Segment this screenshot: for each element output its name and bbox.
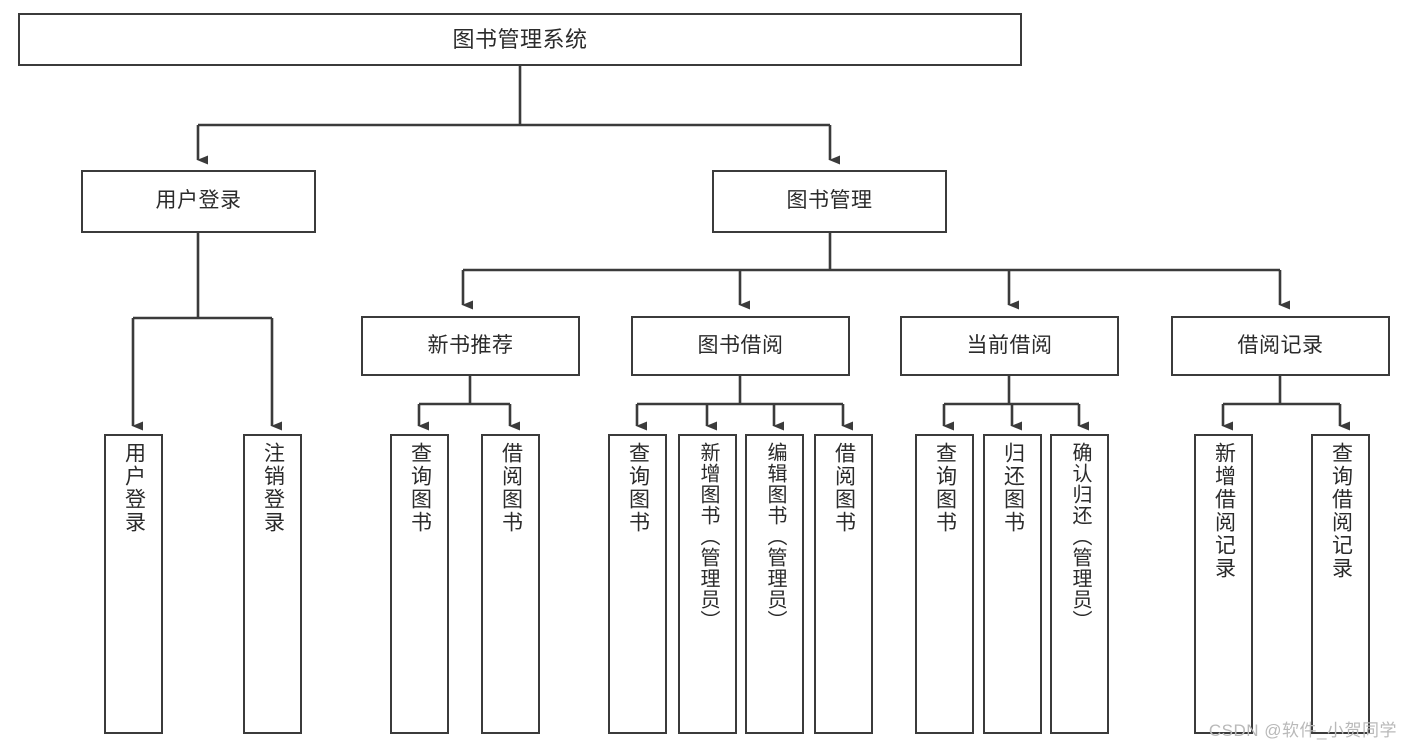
node-leaf-borrow-book-1-label: 借阅图书 [499,442,523,534]
node-user-login[interactable]: 用户登录 [81,170,316,233]
node-new-book-recommend-label: 新书推荐 [427,333,514,357]
node-current-borrow[interactable]: 当前借阅 [900,316,1119,376]
node-book-borrow[interactable]: 图书借阅 [631,316,850,376]
node-leaf-add-book[interactable]: 新增图书（管理员） [678,434,737,734]
node-book-borrow-label: 图书借阅 [697,333,784,357]
node-leaf-confirm-return-label: 确认归还（管理员） [1069,442,1091,631]
node-leaf-edit-book-label: 编辑图书（管理员） [764,442,786,631]
node-leaf-logout-login-label: 注销登录 [261,442,285,534]
node-leaf-user-login-label: 用户登录 [122,442,146,534]
node-book-management[interactable]: 图书管理 [712,170,947,233]
node-leaf-borrow-book-1[interactable]: 借阅图书 [481,434,540,734]
node-borrow-record-label: 借阅记录 [1237,333,1324,357]
node-leaf-borrow-book-2-label: 借阅图书 [832,442,856,534]
node-current-borrow-label: 当前借阅 [966,333,1053,357]
node-leaf-query-book-1-label: 查询图书 [408,442,432,534]
node-new-book-recommend[interactable]: 新书推荐 [361,316,580,376]
node-leaf-add-record-label: 新增借阅记录 [1212,442,1236,580]
node-leaf-query-book-2[interactable]: 查询图书 [608,434,667,734]
node-user-login-label: 用户登录 [155,189,242,213]
node-leaf-return-book-label: 归还图书 [1001,442,1025,534]
node-leaf-query-book-1[interactable]: 查询图书 [390,434,449,734]
node-leaf-query-record[interactable]: 查询借阅记录 [1311,434,1370,734]
node-leaf-borrow-book-2[interactable]: 借阅图书 [814,434,873,734]
node-leaf-add-record[interactable]: 新增借阅记录 [1194,434,1253,734]
node-leaf-confirm-return[interactable]: 确认归还（管理员） [1050,434,1109,734]
node-leaf-query-book-3-label: 查询图书 [933,442,957,534]
csdn-watermark: CSDN @软件_小贺同学 [1208,721,1397,740]
node-borrow-record[interactable]: 借阅记录 [1171,316,1390,376]
node-leaf-query-book-3[interactable]: 查询图书 [915,434,974,734]
node-leaf-return-book[interactable]: 归还图书 [983,434,1042,734]
node-root-system[interactable]: 图书管理系统 [18,13,1022,66]
node-book-management-label: 图书管理 [786,189,873,213]
node-root-system-label: 图书管理系统 [452,26,588,52]
node-leaf-add-book-label: 新增图书（管理员） [697,442,719,631]
node-leaf-user-login[interactable]: 用户登录 [104,434,163,734]
node-leaf-query-book-2-label: 查询图书 [626,442,650,534]
node-leaf-logout-login[interactable]: 注销登录 [243,434,302,734]
node-leaf-query-record-label: 查询借阅记录 [1329,442,1353,580]
node-leaf-edit-book[interactable]: 编辑图书（管理员） [745,434,804,734]
